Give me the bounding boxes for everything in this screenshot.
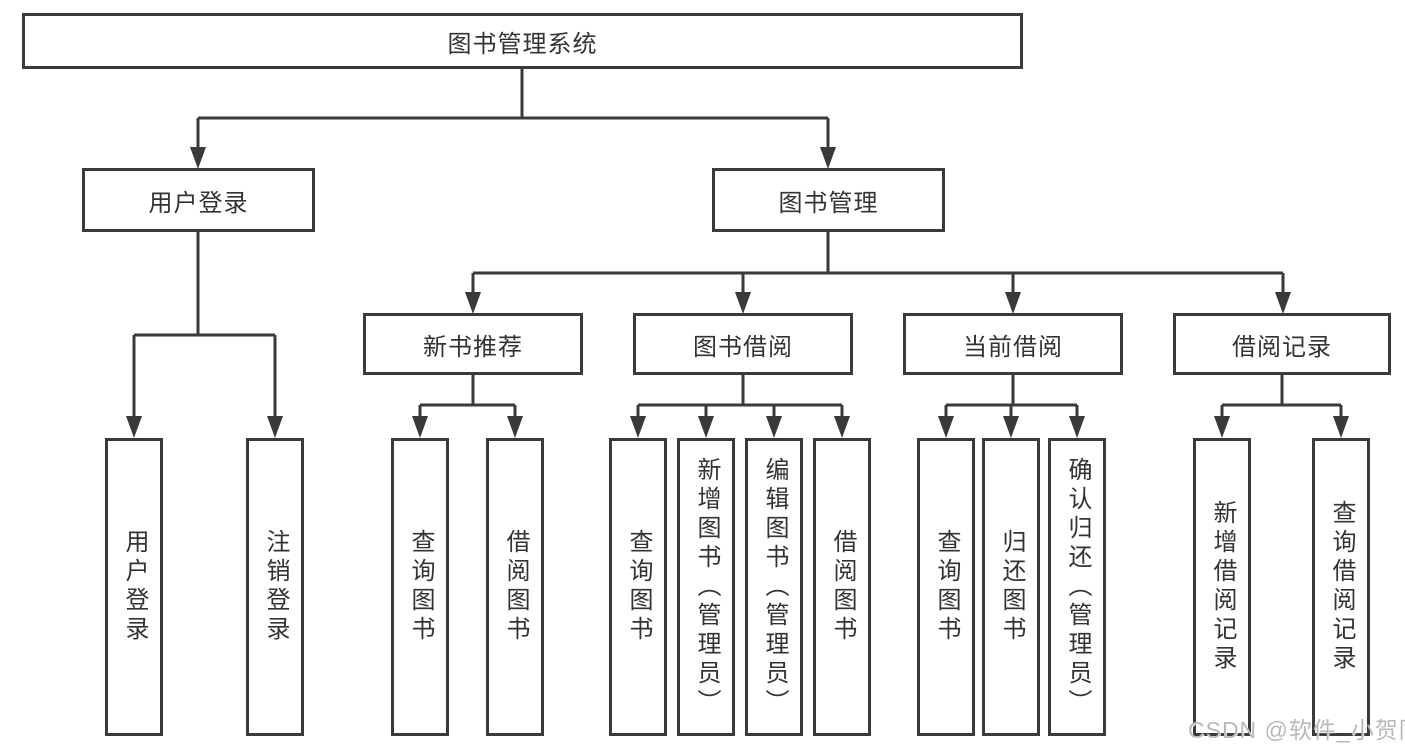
connector-root-to-level2 [196,69,830,152]
leaf-label: 新增借阅记录 [1209,500,1236,674]
leaf-label: 借阅图书 [502,529,529,645]
leaf-label: 新增图书（管理员） [693,456,720,718]
arrowhead [267,416,283,438]
connector-bookborrow-to-leaves [636,375,844,421]
arrowhead [735,292,751,314]
leaf-label: 查询图书 [407,529,434,645]
node-new-book-recommend: 新书推荐 [363,313,583,375]
leaf-label: 注销登录 [262,529,289,645]
arrowhead [630,416,646,438]
node-label: 图书借阅 [693,333,793,361]
node-book-management: 图书管理 [712,168,945,232]
node-label: 借阅记录 [1232,333,1332,361]
leaf-label: 用户登录 [121,529,148,645]
node-book-borrow: 图书借阅 [633,313,853,375]
leaf-label: 查询图书 [625,529,652,645]
node-label: 图书管理系统 [447,30,598,58]
arrowhead [1275,292,1291,314]
leaf-borrow-edit-books-admin: 编辑图书（管理员） [745,438,803,736]
arrowhead [1005,292,1021,314]
leaf-logout: 注销登录 [246,438,304,736]
arrowhead [465,292,481,314]
leaf-records-search-record: 查询借阅记录 [1312,438,1370,736]
arrowhead [190,147,206,169]
node-label: 新书推荐 [423,333,523,361]
leaf-label: 归还图书 [998,529,1025,645]
leaf-borrow-add-books-admin: 新增图书（管理员） [677,438,735,736]
arrowhead [412,416,428,438]
arrowhead [126,416,142,438]
leaf-label: 确认归还（管理员） [1064,456,1091,718]
leaf-current-search-books: 查询图书 [917,438,975,736]
leaf-label: 借阅图书 [829,529,856,645]
arrowhead [1333,416,1349,438]
connector-userlogin-to-leaves [132,232,277,421]
leaf-label: 编辑图书（管理员） [761,456,788,718]
leaf-newbooks-search-books: 查询图书 [391,438,449,736]
leaf-label: 查询图书 [933,529,960,645]
csdn-watermark: CSDN @软件_小贺同学 [1188,717,1405,743]
node-label: 用户登录 [148,189,249,217]
connector-currentborrow-to-leaves [944,375,1079,421]
leaf-records-add-record: 新增借阅记录 [1193,438,1251,736]
arrowhead [1069,416,1085,438]
node-label: 图书管理 [778,189,879,217]
node-library-management-system: 图书管理系统 [22,13,1023,69]
arrowhead [820,147,836,169]
arrowhead [1214,416,1230,438]
arrowhead [507,416,523,438]
leaf-newbooks-borrow-books: 借阅图书 [486,438,544,736]
arrowhead [698,416,714,438]
arrowhead [834,416,850,438]
node-borrow-records: 借阅记录 [1173,313,1391,375]
leaf-current-return-books: 归还图书 [982,438,1040,736]
node-user-login: 用户登录 [82,168,315,232]
leaf-label: 查询借阅记录 [1328,500,1355,674]
leaf-borrow-borrow-books: 借阅图书 [813,438,871,736]
node-label: 当前借阅 [963,333,1063,361]
leaf-user-login: 用户登录 [105,438,163,736]
connector-newbooks-to-leaves [418,375,517,421]
arrowhead [938,416,954,438]
connector-bookmgmt-to-level3 [471,232,1285,297]
arrowhead [766,416,782,438]
leaf-current-confirm-return-admin: 确认归还（管理员） [1048,438,1106,736]
connector-borrowrecords-to-leaves [1220,375,1343,421]
leaf-borrow-search-books: 查询图书 [609,438,667,736]
arrowhead [1003,416,1019,438]
node-current-borrow: 当前借阅 [903,313,1123,375]
